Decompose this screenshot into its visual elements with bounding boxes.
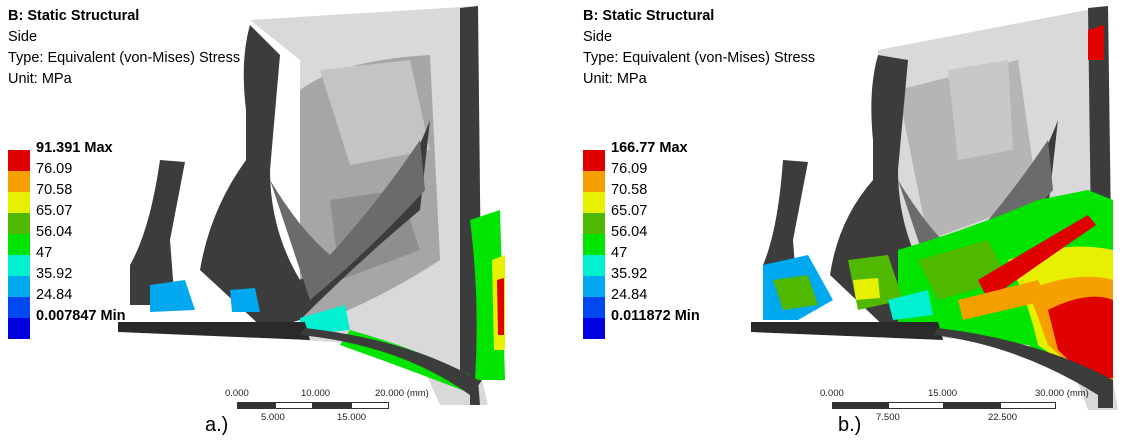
- scale-segment: [944, 402, 1000, 409]
- legend-label: 166.77 Max: [611, 140, 688, 156]
- legend-swatch: [8, 255, 30, 276]
- result-type-label: Type: Equivalent (von-Mises) Stress: [583, 50, 816, 66]
- legend-swatch: [8, 297, 30, 318]
- unit-label: Unit: MPa: [8, 71, 72, 87]
- legend-swatch: [583, 255, 605, 276]
- legend-swatch: [583, 297, 605, 318]
- legend-label: 91.391 Max: [36, 140, 113, 156]
- legend-swatch: [8, 171, 30, 192]
- scale-segment: [237, 402, 275, 409]
- legend-swatch: [583, 171, 605, 192]
- legend-swatch: [583, 192, 605, 213]
- unit-label: Unit: MPa: [583, 71, 647, 87]
- legend-label: 24.84: [36, 287, 73, 303]
- analysis-title: B: Static Structural: [583, 8, 715, 24]
- stress-plot-panel-b: B: Static Structural Side Type: Equivale…: [568, 0, 1135, 440]
- legend-label: 0.007847 Min: [36, 308, 126, 324]
- scale-segment: [1000, 402, 1056, 409]
- legend-swatch: [583, 213, 605, 234]
- legend-label: 0.011872 Min: [611, 308, 700, 324]
- scale-segment: [888, 402, 944, 409]
- analysis-title: B: Static Structural: [8, 8, 140, 24]
- legend-label: 56.04: [611, 224, 648, 240]
- legend-label: 70.58: [611, 182, 648, 198]
- scale-label: 0.000: [225, 388, 249, 399]
- legend-swatch: [583, 234, 605, 255]
- legend-swatch: [8, 234, 30, 255]
- scale-label: 15.000: [928, 388, 958, 399]
- scale-segment: [832, 402, 888, 409]
- scale-bar: 0.000 10.000 20.000 (mm) 5.000 15.000: [225, 388, 455, 428]
- plot-header: B: Static Structural Side Type: Equivale…: [583, 6, 815, 90]
- legend-swatch: [583, 276, 605, 297]
- legend-label: 35.92: [611, 266, 648, 282]
- legend-swatch: [8, 276, 30, 297]
- figure-caption: a.): [205, 414, 229, 436]
- scale-label: 5.000: [261, 412, 285, 423]
- scale-segment: [351, 402, 389, 409]
- result-type-label: Type: Equivalent (von-Mises) Stress: [8, 50, 241, 66]
- scale-segment: [275, 402, 313, 409]
- scale-label: 7.500: [876, 412, 900, 423]
- scale-segment: [313, 402, 351, 409]
- scale-label: 0.000: [820, 388, 844, 399]
- legend-swatch: [8, 213, 30, 234]
- scale-label: 15.000: [337, 412, 367, 423]
- scale-label: 30.000 (mm): [1035, 388, 1089, 399]
- legend-label: 70.58: [36, 182, 73, 198]
- scale-label: 22.500: [988, 412, 1018, 423]
- scale-label: 20.000 (mm): [375, 388, 429, 399]
- impeller-stress-contour-b: [751, 6, 1118, 410]
- plot-header: B: Static Structural Side Type: Equivale…: [8, 6, 240, 90]
- view-label: Side: [583, 29, 613, 45]
- legend-label: 76.09: [36, 161, 73, 177]
- view-label: Side: [8, 29, 38, 45]
- legend-label: 56.04: [36, 224, 73, 240]
- legend-swatch: [8, 150, 30, 171]
- legend-swatch: [8, 192, 30, 213]
- legend-label: 65.07: [36, 203, 73, 219]
- legend-label: 35.92: [36, 266, 73, 282]
- legend-label: 24.84: [611, 287, 648, 303]
- impeller-stress-contour-a: [118, 6, 505, 405]
- stress-plot-panel-a: B: Static Structural Side Type: Equivale…: [0, 0, 567, 440]
- legend-label: 76.09: [611, 161, 648, 177]
- legend-label: 47: [36, 245, 53, 261]
- legend-label: 65.07: [611, 203, 648, 219]
- legend-label: 47: [611, 245, 628, 261]
- figure-caption: b.): [838, 414, 862, 436]
- scale-label: 10.000: [301, 388, 331, 399]
- legend-swatch-lowest: [8, 318, 30, 339]
- legend-swatch: [583, 150, 605, 171]
- legend-swatch-lowest: [583, 318, 605, 339]
- scale-bar: 0.000 15.000 30.000 (mm) 7.500 22.500: [820, 388, 1120, 428]
